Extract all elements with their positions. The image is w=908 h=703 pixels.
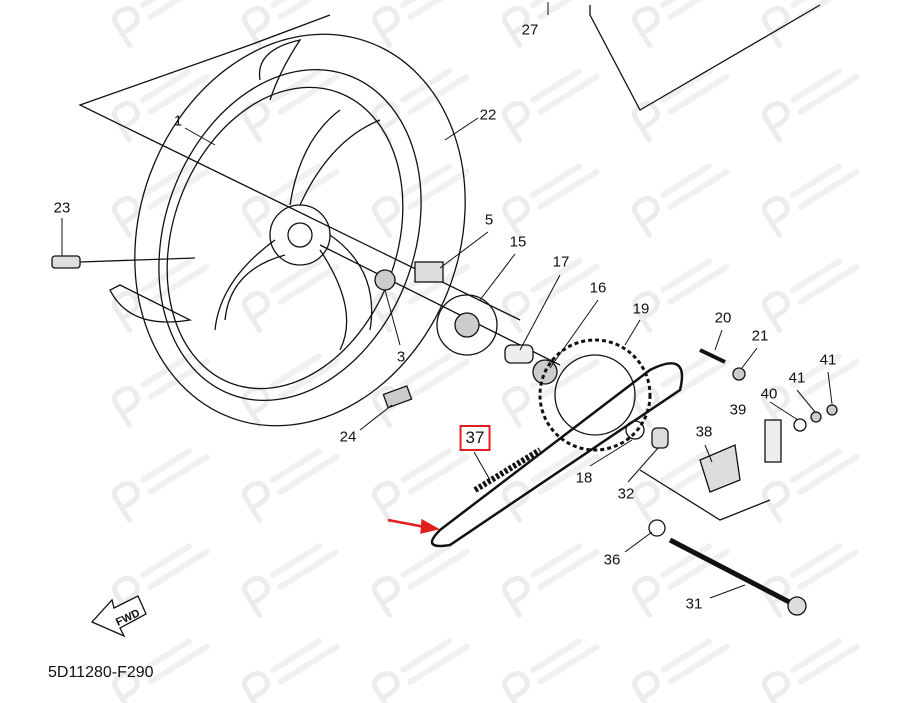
rear-wheel (109, 33, 466, 427)
watermark-logo (241, 0, 340, 48)
watermark-logo (111, 258, 210, 333)
watermark-logo (241, 638, 340, 703)
hub-parts (319, 244, 561, 409)
callout-40[interactable]: 40 (760, 385, 778, 403)
axle (648, 519, 807, 616)
callout-16[interactable]: 16 (589, 279, 607, 297)
watermark-logo (111, 543, 210, 618)
watermark-logo (371, 163, 470, 238)
callout-5[interactable]: 5 (484, 211, 494, 229)
chain-adjuster (639, 348, 838, 521)
callout-41-lower[interactable]: 41 (788, 369, 806, 387)
watermark-logo (111, 68, 210, 143)
watermark-logo (501, 163, 600, 238)
watermark-logo (111, 448, 210, 523)
sprocket-and-chain (430, 338, 684, 548)
watermark-logo (761, 68, 860, 143)
watermark-logo (241, 543, 340, 618)
part-code: 5D11280-F290 (48, 664, 154, 681)
watermark-logo (761, 258, 860, 333)
watermark-logo (241, 68, 340, 143)
watermark-logo (111, 638, 210, 703)
watermark-logo (631, 543, 730, 618)
callout-32[interactable]: 32 (617, 485, 635, 503)
watermark-logo (371, 638, 470, 703)
callout-15[interactable]: 15 (509, 233, 527, 251)
watermark-logo (501, 0, 600, 48)
watermark-logo (501, 258, 600, 333)
watermark-logo (761, 448, 860, 523)
watermark-logo (631, 163, 730, 238)
callout-24[interactable]: 24 (339, 428, 357, 446)
valve (51, 255, 196, 269)
callout-39[interactable]: 39 (729, 401, 747, 419)
watermark-logo (631, 258, 730, 333)
callout-17[interactable]: 17 (552, 253, 570, 271)
assembly-outline (78, 4, 821, 321)
watermark-logo (501, 543, 600, 618)
callout-20[interactable]: 20 (714, 309, 732, 327)
watermark-logo (241, 258, 340, 333)
callout-23[interactable]: 23 (53, 199, 71, 217)
callout-31[interactable]: 31 (685, 595, 703, 613)
callout-36[interactable]: 36 (603, 551, 621, 569)
watermark-logo (501, 68, 600, 143)
leader-lines (61, 2, 833, 599)
watermark-logo (371, 0, 470, 48)
watermark-logo (501, 448, 600, 523)
watermark-logo (761, 638, 860, 703)
watermark-logo (111, 0, 210, 48)
watermark-logo (501, 638, 600, 703)
watermark-logo (631, 68, 730, 143)
callout-18[interactable]: 18 (575, 469, 593, 487)
callout-19[interactable]: 19 (632, 300, 650, 318)
watermark-logo (761, 163, 860, 238)
watermark-logo (111, 163, 210, 238)
callout-21[interactable]: 21 (751, 327, 769, 345)
watermark-logo (241, 448, 340, 523)
callout-22[interactable]: 22 (479, 106, 497, 124)
watermark-logo (631, 638, 730, 703)
callout-41-upper[interactable]: 41 (819, 351, 837, 369)
watermark-logo (371, 448, 470, 523)
callout-27[interactable]: 27 (521, 21, 539, 39)
fwd-arrow-icon (90, 595, 147, 638)
callout-38[interactable]: 38 (695, 423, 713, 441)
watermark-logo (371, 543, 470, 618)
callout-37-highlighted[interactable]: 37 (459, 425, 491, 451)
callout-1[interactable]: 1 (173, 112, 183, 130)
callout-3[interactable]: 3 (396, 348, 406, 366)
red-pointer-arrow (387, 518, 440, 534)
watermark-logo (631, 0, 730, 48)
